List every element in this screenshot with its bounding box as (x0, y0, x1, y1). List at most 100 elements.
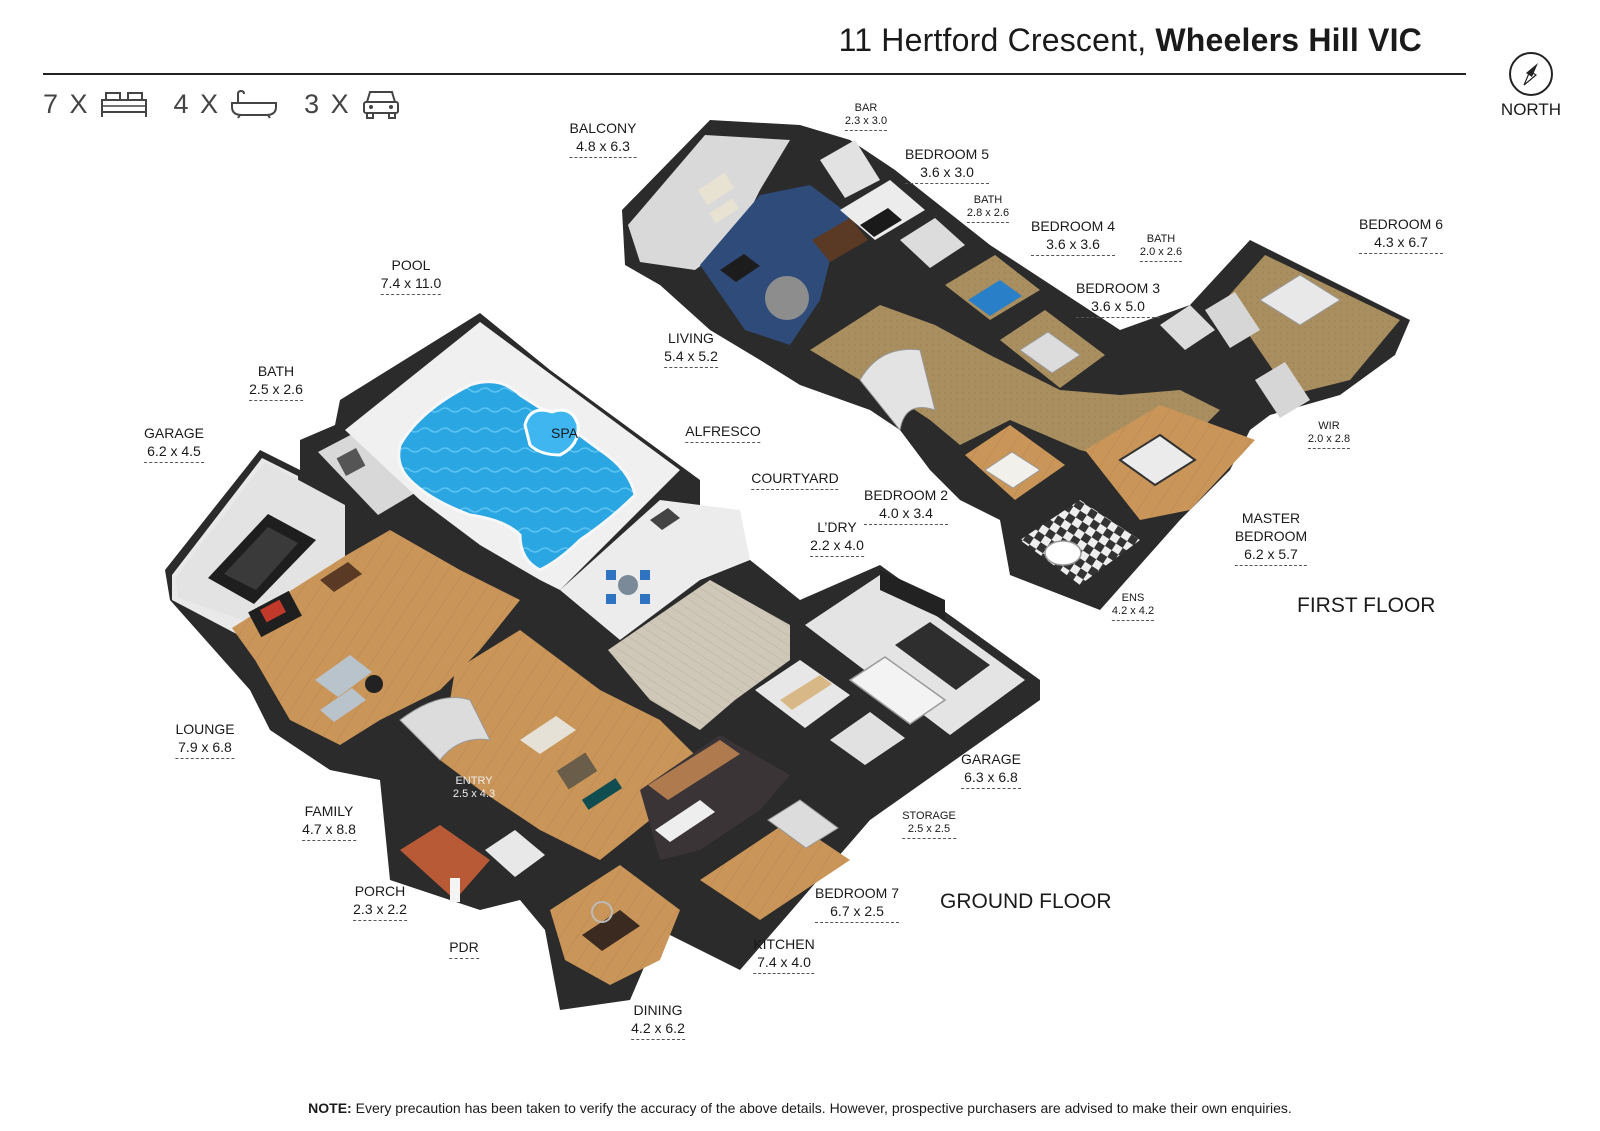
bath-first-1-floor (900, 218, 965, 268)
room-label-spa: SPA (551, 425, 578, 441)
lounge-floor (232, 530, 520, 745)
garage-2-cars (848, 622, 990, 725)
porch-floor (400, 825, 490, 900)
living-floor (700, 185, 850, 345)
compass-icon (1509, 52, 1553, 96)
alfresco-floor (560, 500, 750, 640)
room-label-alfresco: ALFRESCO (685, 422, 761, 443)
ground-floor-label: GROUND FLOOR (940, 890, 1112, 913)
bathtub-icon (231, 89, 278, 119)
entry-staircase (399, 697, 491, 761)
compass-label: NORTH (1500, 100, 1562, 119)
room-label-courtyard: COURTYARD (751, 469, 839, 490)
car-icon (362, 91, 399, 119)
bedroom-7-bed (767, 799, 839, 849)
lounge-coffee-table (365, 675, 383, 693)
bbq (650, 508, 680, 530)
feature-summary: 7 X 4 X 3 X (43, 88, 427, 120)
family-rug (556, 752, 598, 790)
compass: NORTH (1496, 52, 1566, 120)
study-desk (320, 562, 362, 592)
property-address: 11 Hertford Crescent, Wheelers Hill VIC (839, 22, 1422, 59)
bar-cabinet (812, 218, 868, 262)
disclaimer-note: NOTE: Every precaution has been taken to… (0, 1100, 1600, 1116)
kitchen-bench (655, 800, 715, 842)
lounge-sofa-2 (320, 688, 366, 722)
wir-floor (1255, 362, 1310, 418)
living-rug (765, 276, 809, 320)
bedroom-6-floor (1225, 255, 1400, 395)
storage-floor (830, 712, 905, 765)
fireplace-flame (260, 599, 286, 623)
room-label-pdr: PDR (449, 938, 479, 959)
address-suburb: Wheelers Hill VIC (1155, 22, 1422, 58)
header-divider (43, 73, 1466, 75)
bed-icon (100, 92, 147, 117)
note-text: Every precaution has been taken to verif… (351, 1100, 1292, 1116)
bedroom-2-bed (984, 451, 1041, 489)
car-count: 3 X (304, 88, 401, 120)
ensuite-floor (1020, 500, 1140, 585)
pdr-floor (485, 830, 545, 877)
family-floor (440, 630, 700, 860)
porch-column (450, 878, 460, 902)
bathroom-count: 4 X (174, 89, 279, 120)
note-label: NOTE: (308, 1100, 352, 1116)
kitchen-island (648, 740, 740, 800)
first-floor-plan (622, 120, 1410, 610)
bedroom-5-bed (860, 208, 902, 237)
spa-water (523, 408, 580, 457)
landing-floor (810, 305, 1220, 470)
bath-ground-vanity (336, 448, 366, 476)
bedroom-6-bed (1259, 274, 1341, 326)
master-bedroom-bed (1118, 433, 1197, 487)
living-desk (720, 254, 760, 282)
family-sofa (520, 716, 576, 754)
first-floor-staircase (859, 348, 936, 432)
garage-2-door (880, 570, 945, 620)
bedroom-7-floor (700, 820, 850, 920)
bedroom-count: 7 X (43, 89, 148, 120)
dining-chandelier (591, 901, 613, 923)
address-street: 11 Hertford Crescent, (838, 22, 1147, 58)
garage-1-car (208, 514, 316, 604)
courtyard-floor (608, 580, 790, 730)
first-floor-label: FIRST FLOOR (1297, 594, 1436, 617)
dining-table (582, 910, 640, 951)
balcony-furniture (697, 172, 740, 224)
bedroom-6-robe (1205, 292, 1260, 348)
lounge-sofa (315, 655, 372, 697)
laundry-bench (780, 675, 832, 710)
bath-ground-floor (318, 430, 420, 515)
alfresco-table-setting (606, 570, 650, 604)
family-tv-unit (581, 778, 623, 810)
bar-floor (820, 140, 880, 198)
pool-water (397, 380, 637, 572)
